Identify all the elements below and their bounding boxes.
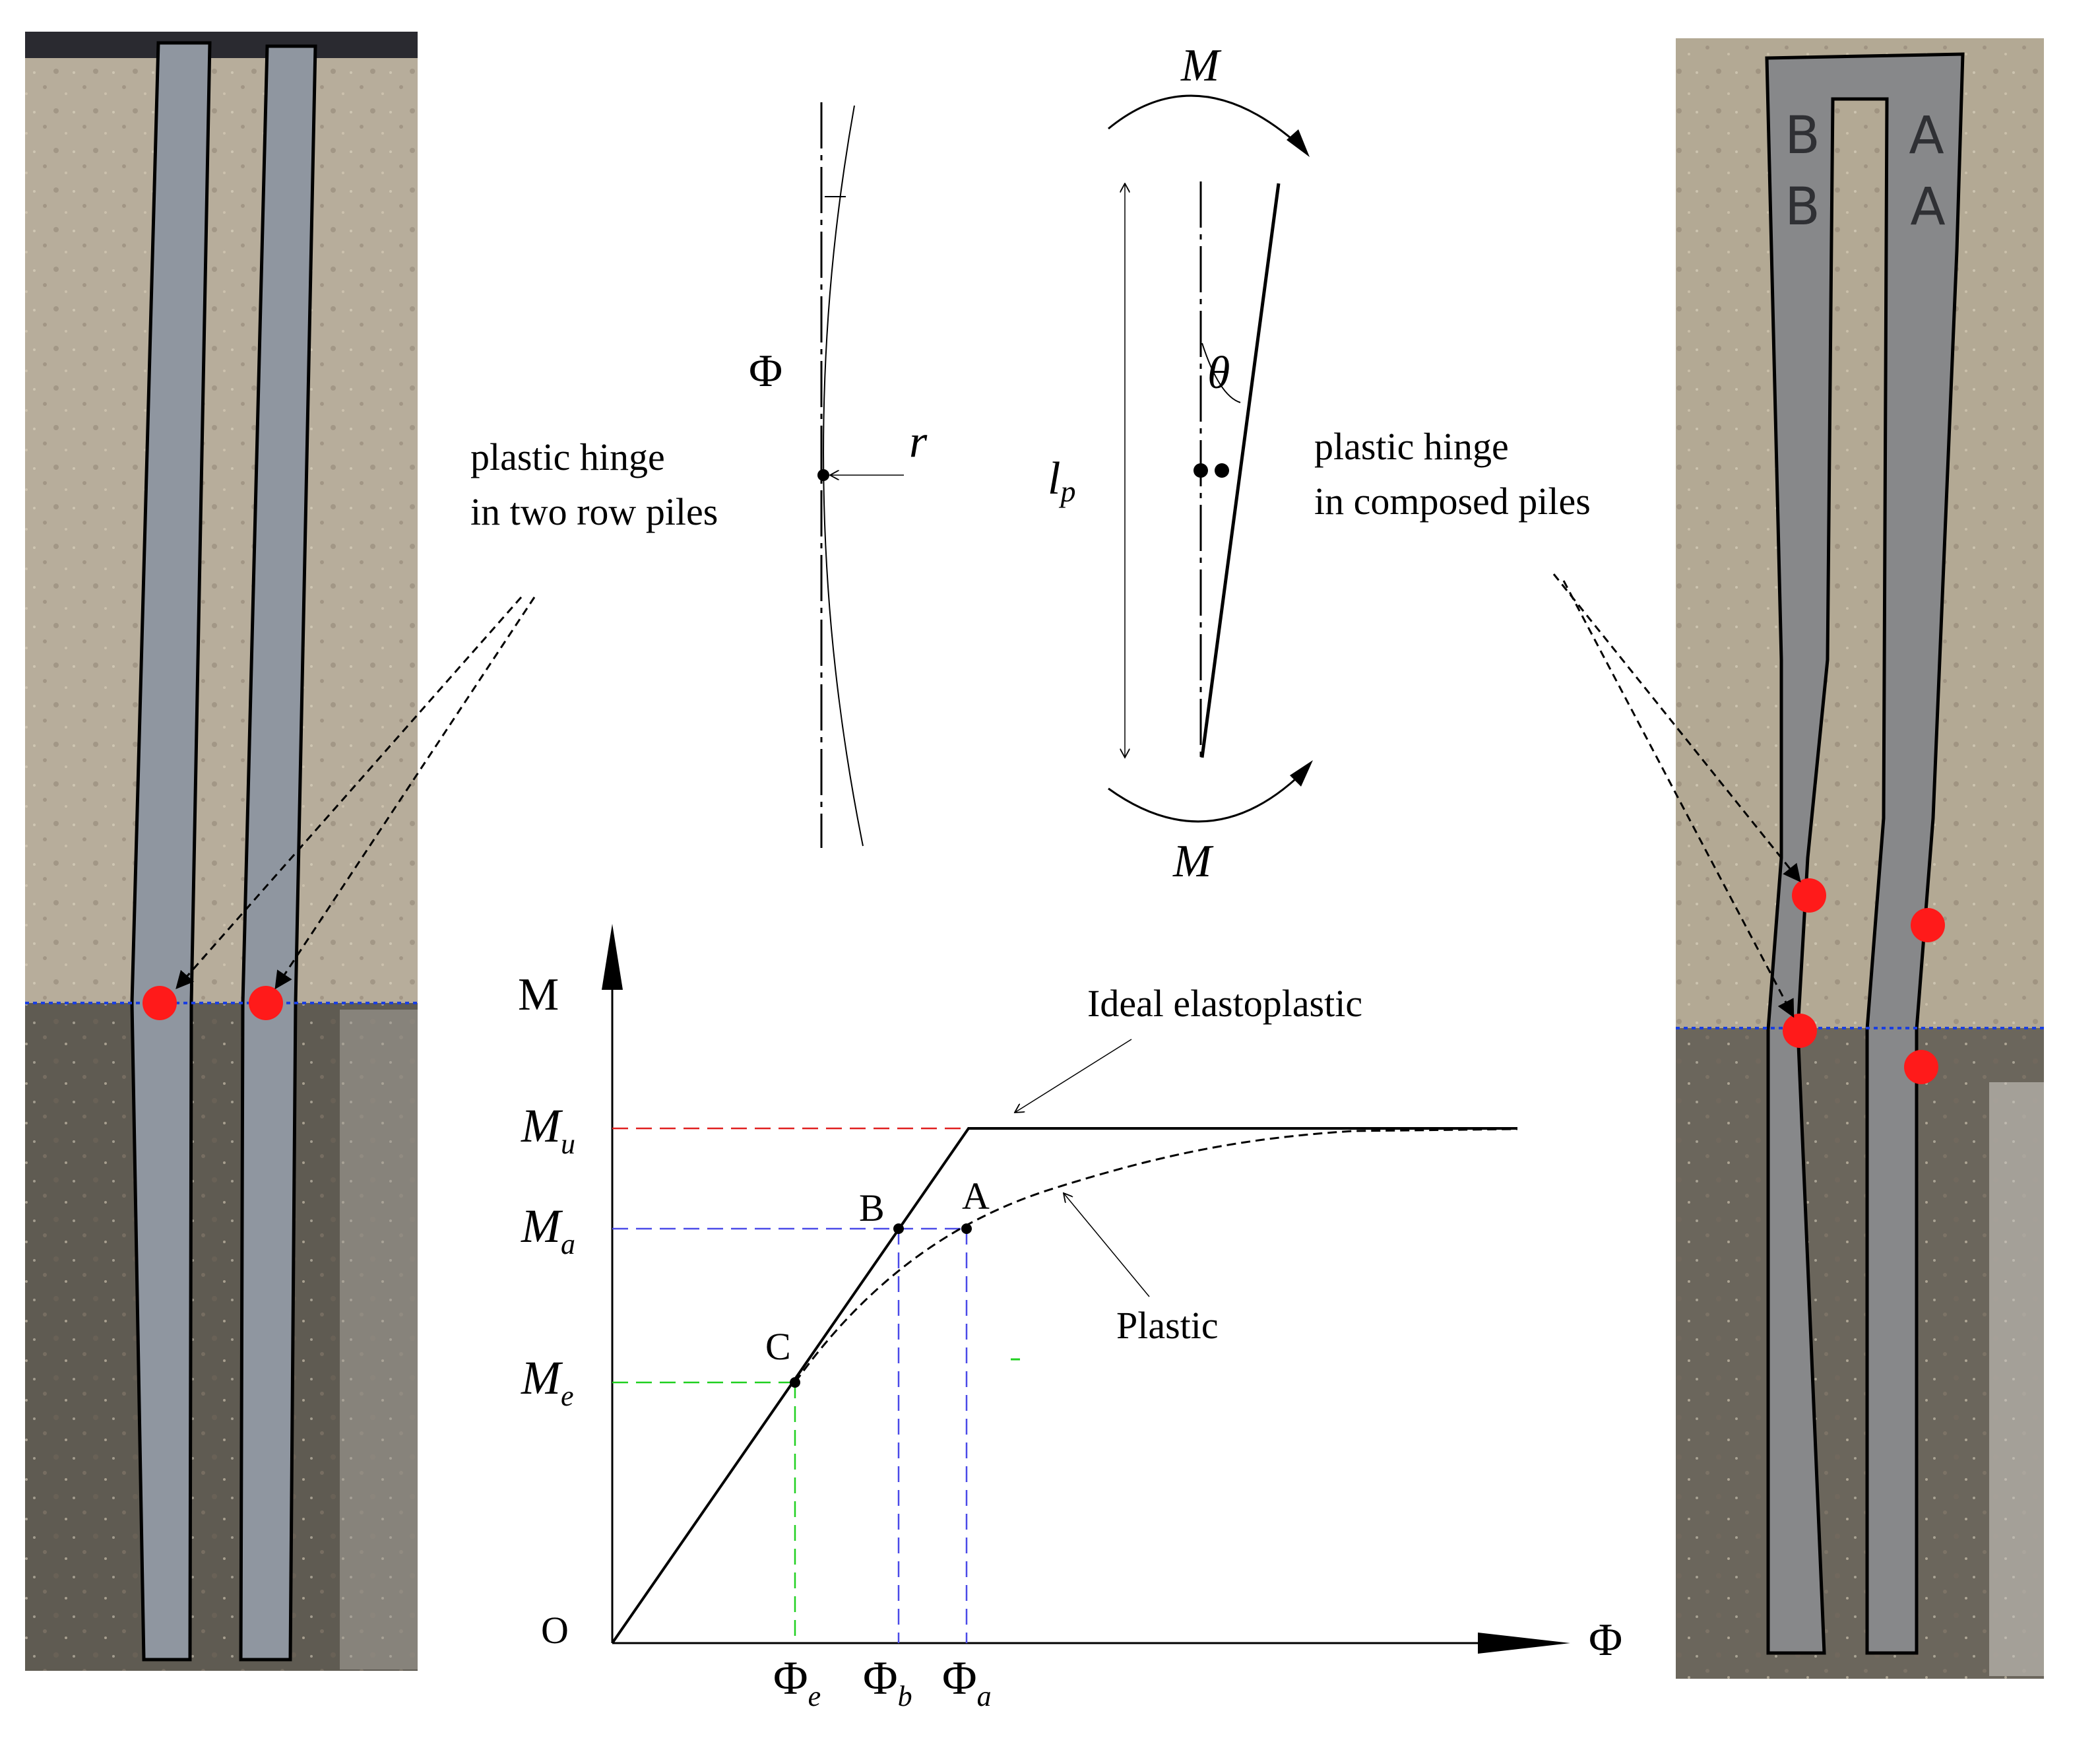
right-photo: B A B A — [1676, 38, 2044, 1679]
right-hinge-marker-2 — [1911, 908, 1945, 942]
point-c-label: C — [765, 1325, 791, 1368]
left-hinge-marker-2 — [249, 986, 283, 1020]
y-tick-mu-main: M — [521, 1099, 563, 1152]
right-annotation-line2: in composed piles — [1314, 480, 1591, 523]
pile-label-b-top: B — [1785, 106, 1820, 166]
moment-bottom-label: M — [1172, 836, 1214, 887]
x-tick-phib-sub: b — [898, 1680, 912, 1712]
left-annotation-line2: in two row piles — [470, 490, 718, 533]
x-tick-phib: Φb — [863, 1652, 912, 1712]
y-tick-me-sub: e — [561, 1380, 574, 1412]
left-photo-plastic-wrap — [340, 1010, 418, 1669]
right-annotation: plastic hinge in composed piles — [1314, 425, 1801, 1018]
curvature-phi-label: Φ — [749, 346, 782, 397]
x-tick-phia-main: Φ — [942, 1652, 977, 1704]
moment-arc-bottom — [1108, 764, 1311, 823]
left-photo-top-edge — [25, 32, 418, 58]
plastic-length-sub: p — [1058, 474, 1075, 508]
x-tick-phia-sub: a — [977, 1680, 992, 1712]
right-hinge-marker-3 — [1783, 1014, 1817, 1048]
theta-label: θ — [1207, 348, 1230, 399]
y-tick-me-main: M — [521, 1351, 563, 1404]
origin-label: O — [541, 1609, 569, 1652]
y-axis-label: M — [518, 969, 559, 1020]
moment-arc-bottom-head — [1290, 760, 1313, 787]
right-photo-texture — [1676, 38, 2044, 1679]
curvature-sketch: Φ r — [749, 102, 928, 848]
series-ideal-elastoplastic — [611, 1127, 1517, 1644]
right-photo-plastic-wrap — [1989, 1082, 2044, 1676]
point-b-label: B — [859, 1186, 885, 1229]
rotated-segment — [1200, 183, 1281, 758]
ideal-elastoplastic-pointer — [1015, 1039, 1132, 1113]
pile-label-b-bottom: B — [1785, 178, 1820, 237]
moment-top-label: M — [1180, 40, 1222, 91]
hinge-dot-1 — [1193, 463, 1208, 478]
point-c — [790, 1377, 800, 1388]
hinge-dot-2 — [1215, 463, 1229, 478]
x-tick-phie-sub: e — [808, 1680, 821, 1712]
plastic-label: Plastic — [1116, 1304, 1219, 1347]
point-b — [893, 1223, 904, 1234]
rotation-sketch: θ lp M M — [1048, 40, 1313, 887]
pile-label-a-bottom: A — [1910, 178, 1945, 237]
plastic-pointer — [1064, 1193, 1150, 1297]
curvature-curve — [823, 105, 864, 847]
x-axis-arrowhead — [1478, 1633, 1570, 1654]
y-tick-ma-sub: a — [561, 1228, 575, 1260]
x-tick-phia: Φa — [942, 1652, 992, 1712]
y-tick-mu-sub: u — [561, 1128, 575, 1160]
plastic-length-label: lp — [1048, 453, 1075, 508]
pile-label-a-top: A — [1909, 106, 1944, 166]
y-tick-ma: Ma — [521, 1200, 575, 1260]
right-hinge-marker-1 — [1792, 878, 1826, 913]
theta-arc — [1201, 342, 1241, 403]
series-plastic — [794, 1128, 1518, 1383]
right-hinge-marker-4 — [1904, 1050, 1938, 1084]
right-composed-pile — [1765, 52, 1965, 1655]
left-annotation-line1: plastic hinge — [470, 436, 665, 478]
left-annotation: plastic hinge in two row piles — [175, 436, 718, 990]
x-tick-phib-main: Φ — [863, 1652, 898, 1704]
moment-arc-top — [1108, 94, 1308, 153]
point-a — [961, 1223, 972, 1234]
left-leader-2 — [274, 597, 536, 990]
y-tick-me: Me — [521, 1351, 574, 1412]
left-hinge-marker-1 — [143, 986, 177, 1020]
plastic-length-main: l — [1048, 453, 1060, 504]
left-leader-1 — [175, 597, 523, 990]
right-leader-2 — [1562, 580, 1795, 1018]
left-photo — [25, 32, 418, 1671]
moment-curvature-chart: M Φ O A B C Mu Ma Me Φe Φb Φa Ideal elas… — [518, 924, 1622, 1712]
x-axis-label: Φ — [1589, 1615, 1622, 1666]
radius-label: r — [909, 416, 928, 467]
moment-arc-top-head — [1287, 129, 1310, 157]
right-annotation-line1: plastic hinge — [1314, 425, 1509, 468]
x-tick-phie-main: Φ — [773, 1652, 808, 1704]
y-tick-ma-main: M — [521, 1200, 563, 1252]
x-tick-phie: Φe — [773, 1652, 821, 1712]
y-axis-arrowhead — [602, 924, 623, 990]
point-a-label: A — [962, 1175, 990, 1217]
y-tick-mu: Mu — [521, 1099, 575, 1160]
ideal-elastoplastic-label: Ideal elastoplastic — [1087, 982, 1362, 1025]
curvature-point — [817, 469, 829, 481]
